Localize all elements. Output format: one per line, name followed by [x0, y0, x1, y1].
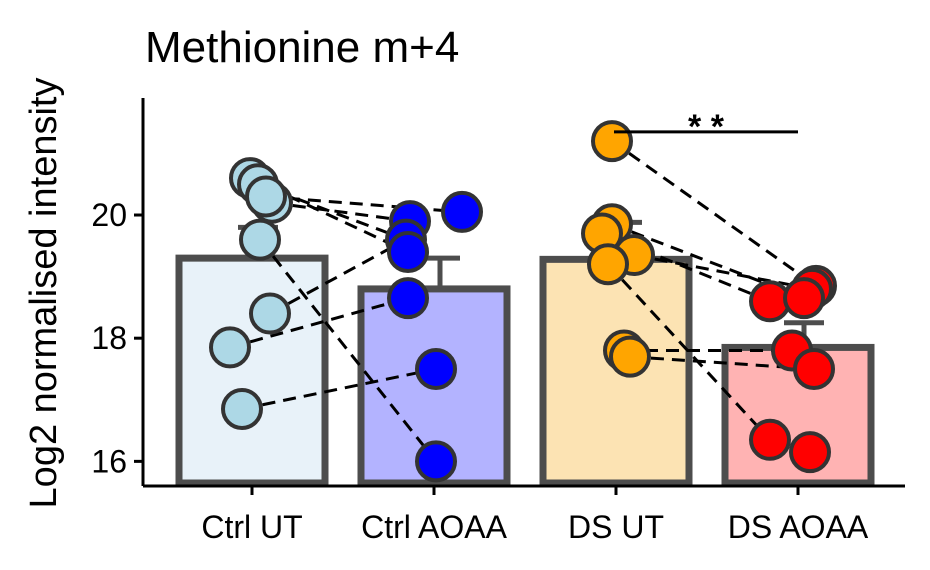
data-point: [789, 431, 831, 474]
x-tick-label: DS AOAA: [728, 509, 869, 545]
data-point: [441, 190, 483, 233]
y-tick-label: 18: [91, 320, 127, 356]
paired-line: [241, 367, 437, 411]
points-layer: [209, 120, 837, 483]
y-axis-label: Log2 normalised intensity: [23, 78, 65, 509]
data-point: [415, 347, 457, 390]
chart-title: Methionine m+4: [145, 23, 459, 72]
data-point: [591, 120, 633, 163]
paired-line: [633, 253, 813, 291]
paired-line: [271, 201, 411, 223]
paired-line: [229, 296, 409, 349]
x-tick-label: Ctrl AOAA: [361, 509, 507, 545]
data-point: [387, 277, 429, 320]
data-point: [793, 347, 835, 390]
x-tick-label: Ctrl UT: [201, 509, 302, 545]
data-point: [249, 292, 291, 335]
data-point: [221, 388, 263, 431]
bar-ctrl-ut: [175, 254, 329, 487]
y-tick-label: 16: [91, 443, 127, 479]
data-point: [209, 326, 251, 369]
paired-line: [265, 195, 463, 214]
data-point: [245, 175, 287, 218]
data-point: [415, 440, 457, 483]
paired-line: [269, 238, 407, 315]
data-point: [587, 243, 629, 286]
data-point: [609, 335, 651, 378]
x-tick-label: DS UT: [568, 509, 664, 545]
data-point: [239, 218, 281, 261]
significance-label: * *: [688, 108, 725, 146]
data-point: [783, 277, 825, 320]
paired-line: [606, 263, 772, 441]
paired-line: [258, 238, 438, 463]
data-point: [387, 230, 429, 273]
data-point: [749, 418, 791, 461]
significance-layer: * *: [614, 108, 798, 146]
y-tick-label: 20: [91, 197, 127, 233]
